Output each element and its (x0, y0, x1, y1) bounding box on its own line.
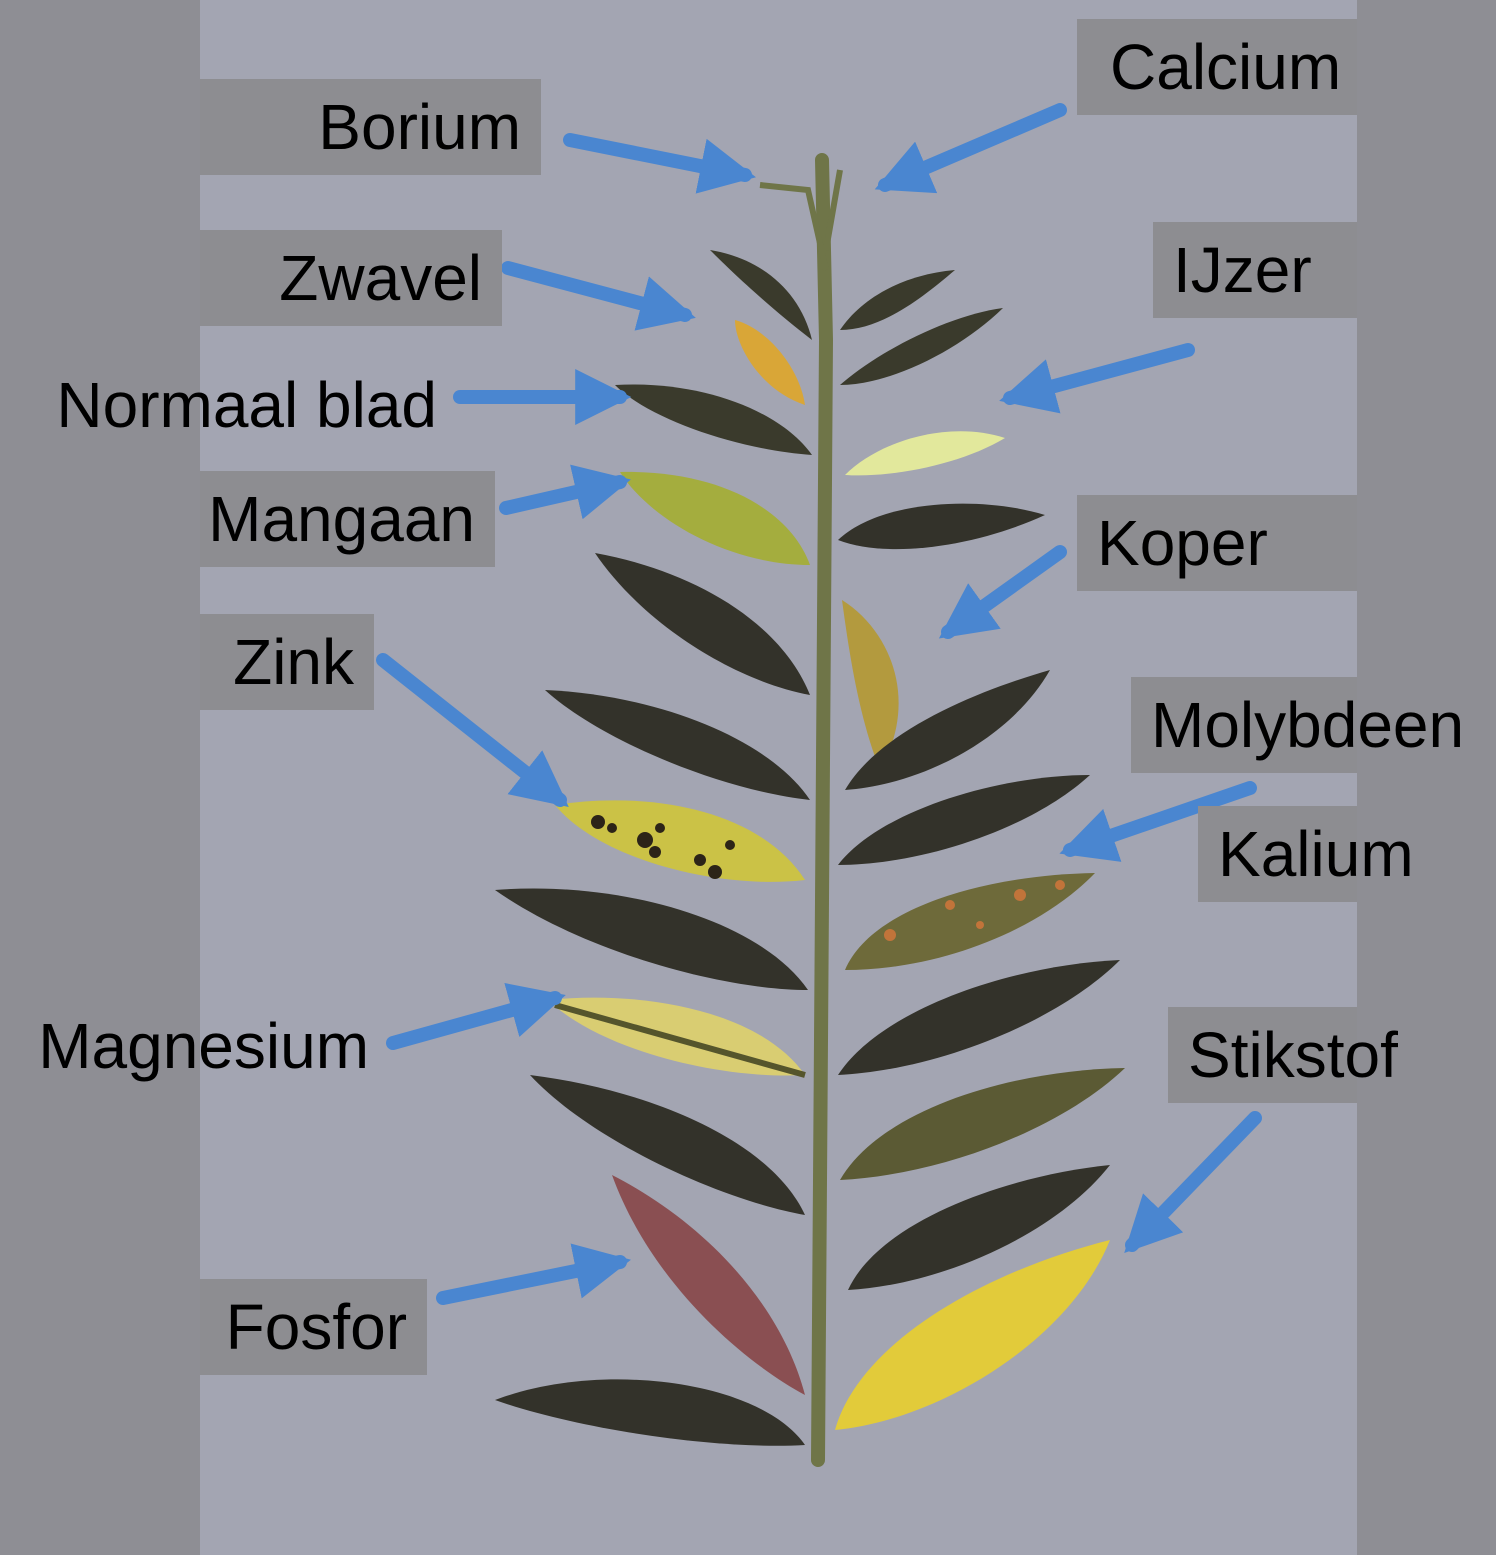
arrow-magnesium (393, 998, 555, 1043)
leaf-normal (838, 504, 1045, 550)
leaf-normaal-blad (615, 384, 812, 455)
arrow-stikstof (1132, 1118, 1255, 1245)
label-ijzer: IJzer (1153, 222, 1357, 318)
leaf-normal (495, 1379, 805, 1445)
label-kalium: Kalium (1198, 806, 1357, 902)
leaf-normal (710, 250, 812, 340)
arrow-koper (948, 552, 1060, 632)
arrow-fosfor (443, 1262, 620, 1298)
leaf-mangaan (620, 472, 810, 565)
label-normaal-blad: Normaal blad (24, 357, 457, 453)
label-mangaan: Mangaan (200, 471, 495, 567)
label-koper: Koper (1077, 495, 1357, 591)
leaf-normal (595, 553, 810, 695)
arrow-borium (570, 140, 745, 175)
leaf-stikstof-variegated (840, 1068, 1125, 1180)
leaf-ijzer (845, 431, 1005, 475)
arrow-ijzer (1010, 350, 1188, 398)
arrow-calcium (885, 110, 1060, 185)
label-calcium: Calcium (1077, 19, 1357, 115)
label-magnesium: Magnesium (0, 998, 389, 1094)
leaf-zwavel (735, 320, 805, 405)
label-zwavel: Zwavel (200, 230, 502, 326)
arrow-zwavel (508, 268, 685, 315)
leaf-calcium (840, 270, 955, 330)
leaf-molybdeen (838, 775, 1090, 865)
label-stikstof: Stikstof (1168, 1007, 1357, 1103)
stem (818, 160, 826, 1460)
label-fosfor: Fosfor (200, 1279, 427, 1375)
leaf-zink (555, 800, 805, 882)
label-molybdeen: Molybdeen (1131, 677, 1357, 773)
leaf-normal (530, 1075, 805, 1215)
label-borium: Borium (200, 79, 541, 175)
label-zink: Zink (200, 614, 374, 710)
leaf-normal (838, 960, 1120, 1075)
leaf-normal (545, 690, 810, 800)
arrow-zink (383, 660, 560, 800)
leaf-normal (495, 888, 808, 990)
arrow-mangaan (506, 482, 620, 508)
